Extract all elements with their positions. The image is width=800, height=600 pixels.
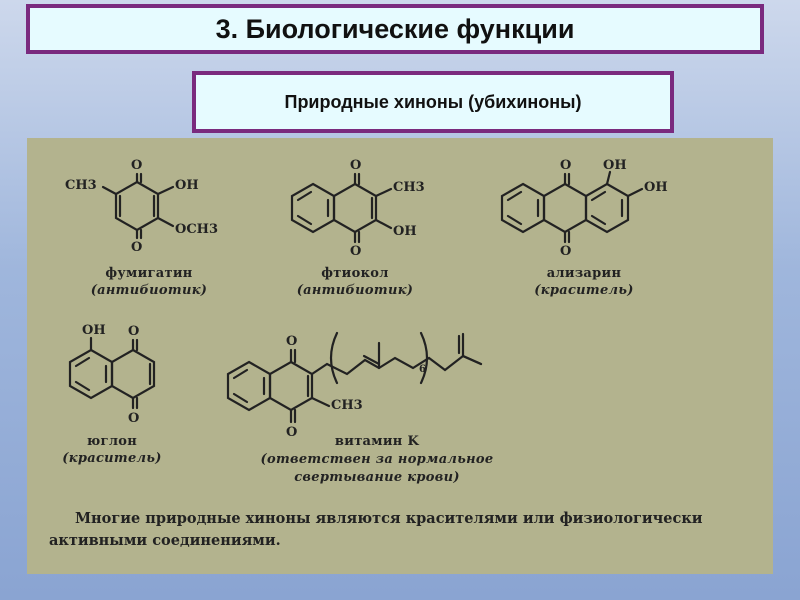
vitamin-k-role-line1: (ответствен за нормальное bbox=[260, 452, 494, 467]
fumigatin-ch3: CH3 bbox=[65, 178, 97, 193]
phthiocol-o-bottom: O bbox=[350, 244, 361, 259]
footer-note: Многие природные хиноны являются красите… bbox=[49, 510, 703, 549]
juglone-name: юглон bbox=[86, 434, 138, 449]
alizarin-structure bbox=[500, 170, 644, 244]
phthiocol-oh: OH bbox=[393, 224, 417, 239]
vitamin-k-repeat-count: 6 bbox=[419, 364, 426, 375]
phthiocol-name: фтиокол bbox=[321, 266, 389, 281]
fumigatin-role: (антибиотик) bbox=[90, 283, 208, 298]
juglone-role: (краситель) bbox=[62, 451, 162, 466]
fumigatin-name: фумигатин bbox=[105, 266, 193, 281]
vitamin-k-name: витамин K bbox=[334, 434, 420, 449]
alizarin-oh-2: OH bbox=[644, 180, 668, 195]
juglone-o-bottom: O bbox=[128, 411, 139, 426]
alizarin-name: ализарин bbox=[546, 266, 622, 281]
alizarin-o-bottom: O bbox=[560, 244, 571, 259]
vitamin-k-role-line2: свертывание крови) bbox=[294, 470, 460, 485]
juglone-oh: OH bbox=[82, 323, 106, 338]
fumigatin-o-bottom: O bbox=[131, 240, 142, 255]
fumigatin-oh: OH bbox=[175, 178, 199, 193]
juglone-structure bbox=[68, 336, 156, 410]
alizarin-oh-1: OH bbox=[603, 158, 627, 173]
phthiocol-ch3: CH3 bbox=[393, 180, 425, 195]
fumigatin-structure bbox=[101, 172, 175, 240]
alizarin-o-top: O bbox=[560, 158, 571, 173]
phthiocol-structure bbox=[290, 172, 393, 244]
slide-title: 3. Биологические функции bbox=[26, 4, 764, 54]
phthiocol-role: (антибиотик) bbox=[296, 283, 414, 298]
vitamin-k-ch3: CH3 bbox=[331, 398, 363, 413]
structures-panel: O O CH3 OH OCH3 O O CH3 OH O O OH OH OH … bbox=[27, 138, 773, 574]
vitamin-k-o-bottom: O bbox=[286, 425, 297, 440]
vitamin-k-structure bbox=[226, 331, 483, 424]
slide-subtitle: Природные хиноны (убихиноны) bbox=[192, 71, 674, 133]
fumigatin-och3: OCH3 bbox=[175, 222, 218, 237]
vitamin-k-o-top: O bbox=[286, 334, 297, 349]
fumigatin-o-top: O bbox=[131, 158, 142, 173]
alizarin-role: (краситель) bbox=[534, 283, 634, 298]
structures-diagram: O O CH3 OH OCH3 O O CH3 OH O O OH OH OH … bbox=[65, 158, 668, 440]
juglone-o-top: O bbox=[128, 324, 139, 339]
phthiocol-o-top: O bbox=[350, 158, 361, 173]
